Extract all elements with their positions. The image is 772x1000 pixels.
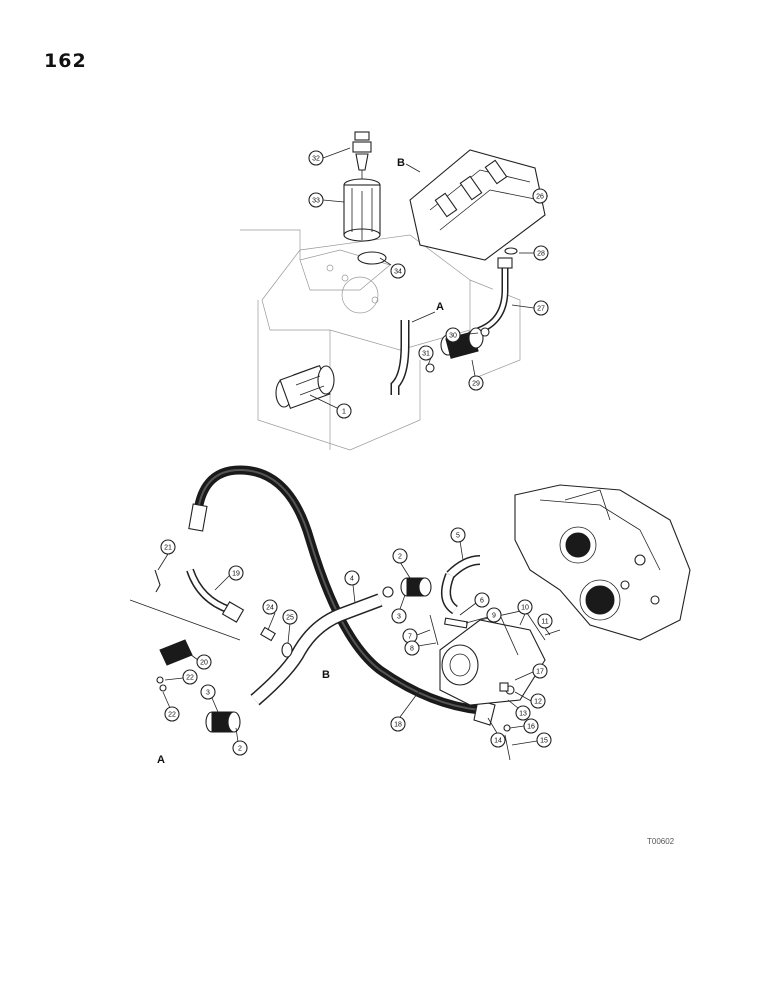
hose-part <box>192 465 481 715</box>
callout-label: 13 <box>519 711 527 718</box>
callout-label: 21 <box>164 545 172 552</box>
section-label-b-lower: B <box>322 669 330 681</box>
section-label-a-upper: A <box>436 301 444 313</box>
callout-label: 32 <box>312 156 320 163</box>
control-valve <box>409 149 546 261</box>
callout-label: 25 <box>286 615 294 622</box>
callout-label: 27 <box>537 306 545 313</box>
o-ring-part <box>504 247 518 255</box>
callout-label: 12 <box>534 699 542 706</box>
callouts: 32 33 34 26 28 27 30 31 29 1 21 <box>157 147 553 756</box>
callout-label: 3 <box>397 614 401 621</box>
sleeve-part <box>382 577 432 598</box>
callout-label: 17 <box>536 669 544 676</box>
callout-label: 15 <box>540 738 548 745</box>
callout-label: 22 <box>186 675 194 682</box>
callout-label: 16 <box>527 724 535 731</box>
callout-label: 1 <box>342 409 346 416</box>
relief-valve-part <box>352 131 372 180</box>
callout-label: 26 <box>536 194 544 201</box>
callout-label: 6 <box>480 598 484 605</box>
callout-label: 18 <box>394 722 402 729</box>
callout-bubble <box>308 150 324 166</box>
callout-label: 29 <box>472 381 480 388</box>
callout-label: 8 <box>410 646 414 653</box>
drawing-code: T00602 <box>647 837 675 846</box>
callout-label: 10 <box>521 605 529 612</box>
callout-label: 20 <box>200 660 208 667</box>
section-label-a-lower: A <box>157 754 165 766</box>
section-label-b-upper: B <box>397 157 405 169</box>
callout-label: 2 <box>398 554 402 561</box>
callout-label: 5 <box>456 533 460 540</box>
callout-label: 2 <box>238 746 242 753</box>
strainer-part <box>275 365 335 409</box>
page-number: 162 <box>44 50 87 72</box>
callout-label: 24 <box>266 605 274 612</box>
gasket-part <box>357 251 387 265</box>
sleeve-part-lower <box>205 711 241 733</box>
clamp-part <box>480 327 490 337</box>
callout-label: 30 <box>449 333 457 340</box>
filter-element-part <box>343 178 381 242</box>
callout-label: 14 <box>494 738 502 745</box>
callout-label: 7 <box>408 634 412 641</box>
callout-label: 4 <box>350 576 354 583</box>
callout-label: 3 <box>206 690 210 697</box>
callout-label: 28 <box>537 251 545 258</box>
callout-label: 31 <box>422 351 430 358</box>
callout-label: 22 <box>168 712 176 719</box>
callout-label: 19 <box>232 571 240 578</box>
callout-label: 11 <box>541 619 548 626</box>
callout-label: 34 <box>394 269 402 276</box>
callout-label: 9 <box>492 613 496 620</box>
callout-label: 33 <box>312 198 320 205</box>
clamp-part-2 <box>425 363 435 373</box>
pump-housing <box>514 484 691 641</box>
